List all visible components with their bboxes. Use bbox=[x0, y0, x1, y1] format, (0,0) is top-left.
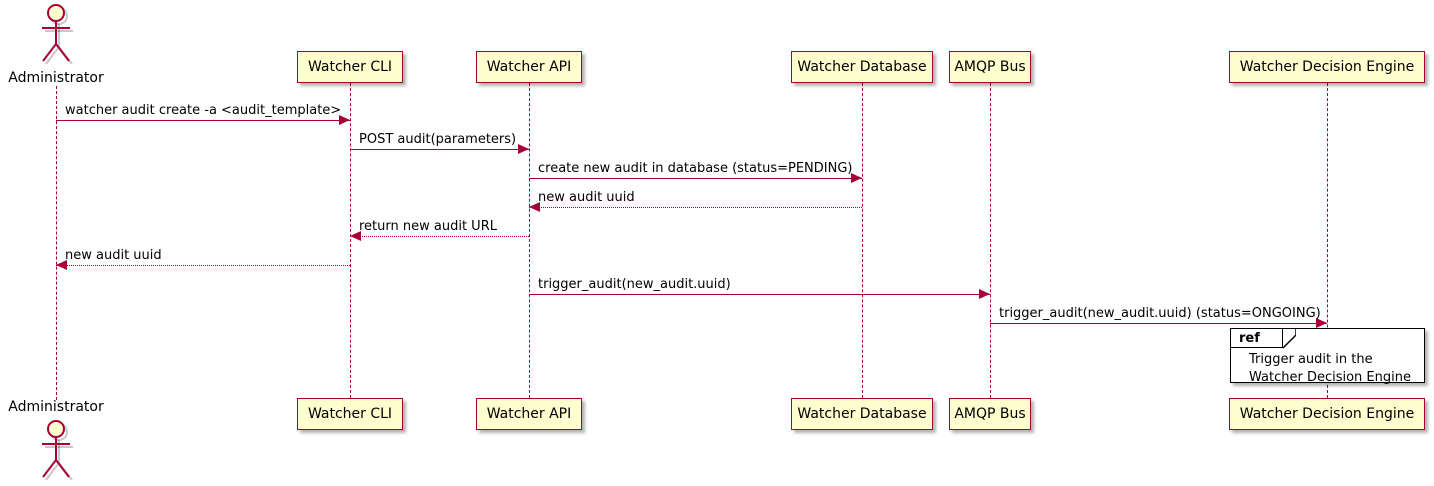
message-arrowhead-m2 bbox=[518, 144, 529, 154]
lifeline-watcher-api bbox=[529, 83, 530, 398]
message-arrowhead-m8 bbox=[1316, 318, 1327, 328]
participant-watcher-cli-bottom[interactable]: Watcher CLI bbox=[297, 398, 403, 430]
participant-watcher-api-bottom[interactable]: Watcher API bbox=[476, 398, 582, 430]
lifeline-administrator bbox=[56, 86, 57, 400]
participant-watcher-cli-top[interactable]: Watcher CLI bbox=[297, 51, 403, 83]
message-label-m5: return new audit URL bbox=[359, 219, 497, 234]
message-line-m6 bbox=[56, 265, 350, 266]
participant-label-administrator-top: Administrator bbox=[8, 70, 104, 86]
message-arrowhead-m7 bbox=[979, 289, 990, 299]
message-label-m1: watcher audit create -a <audit_template> bbox=[65, 103, 342, 118]
ref-fragment-line-1: Watcher Decision Engine bbox=[1249, 369, 1411, 385]
lifeline-watcher-decision-engine bbox=[1327, 83, 1328, 398]
actor-figure-administrator-top bbox=[42, 4, 73, 64]
message-arrowhead-m1 bbox=[339, 115, 350, 125]
message-label-m3: create new audit in database (status=PEN… bbox=[538, 161, 853, 176]
participant-watcher-decision-engine-bottom[interactable]: Watcher Decision Engine bbox=[1229, 398, 1425, 430]
message-arrowhead-m5 bbox=[350, 231, 361, 241]
message-arrowhead-m3 bbox=[851, 173, 862, 183]
message-label-m7: trigger_audit(new_audit.uuid) bbox=[538, 277, 731, 292]
message-line-m3 bbox=[529, 178, 862, 179]
participant-watcher-database-bottom[interactable]: Watcher Database bbox=[790, 398, 934, 430]
message-line-m4 bbox=[529, 207, 862, 208]
participant-watcher-database-top[interactable]: Watcher Database bbox=[790, 51, 934, 83]
message-line-m5 bbox=[350, 236, 529, 237]
message-line-m7 bbox=[529, 294, 990, 295]
message-arrowhead-m6 bbox=[56, 260, 67, 270]
message-line-m8 bbox=[990, 323, 1327, 324]
participant-amqp-bus-top[interactable]: AMQP Bus bbox=[948, 51, 1032, 83]
ref-fragment-notch-icon bbox=[1283, 329, 1296, 349]
lifeline-amqp-bus bbox=[990, 83, 991, 398]
message-line-m1 bbox=[56, 120, 350, 121]
participant-watcher-api-top[interactable]: Watcher API bbox=[476, 51, 582, 83]
participant-watcher-decision-engine-top[interactable]: Watcher Decision Engine bbox=[1229, 51, 1425, 83]
message-label-m8: trigger_audit(new_audit.uuid) (status=ON… bbox=[999, 306, 1321, 321]
message-label-m2: POST audit(parameters) bbox=[359, 132, 517, 147]
participant-amqp-bus-bottom[interactable]: AMQP Bus bbox=[948, 398, 1032, 430]
ref-fragment-tag: ref bbox=[1231, 329, 1283, 348]
lifeline-watcher-database bbox=[862, 83, 863, 398]
message-label-m4: new audit uuid bbox=[538, 190, 635, 205]
message-label-m6: new audit uuid bbox=[65, 248, 162, 263]
ref-fragment-line-0: Trigger audit in the bbox=[1249, 352, 1373, 367]
message-line-m2 bbox=[350, 149, 529, 150]
message-arrowhead-m4 bbox=[529, 202, 540, 212]
actor-figure-administrator-bottom bbox=[42, 420, 73, 480]
participant-label-administrator-bottom: Administrator bbox=[8, 399, 104, 415]
